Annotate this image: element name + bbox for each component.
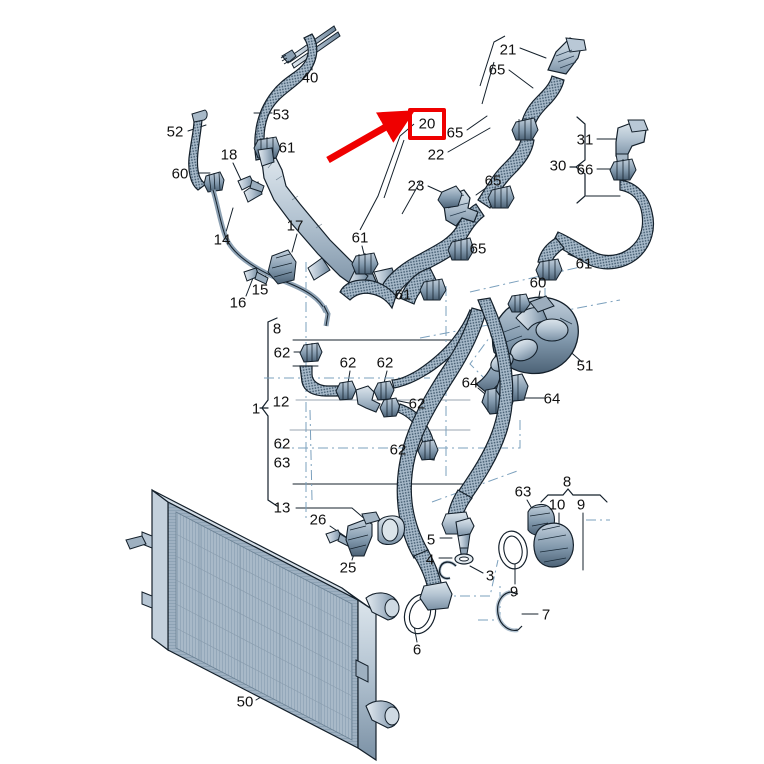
part-62-clamp-e — [417, 439, 439, 461]
part-65-clamp-d — [447, 237, 475, 261]
callout-65-19: 65 — [469, 240, 487, 258]
callout-53-1: 53 — [272, 106, 290, 124]
callout-51-25: 51 — [576, 357, 594, 375]
bracket-group-1 — [259, 317, 278, 507]
part-60-clamp-top-51 — [507, 293, 531, 313]
part-62-clamp-d — [379, 397, 401, 418]
callout-66-22: 66 — [576, 161, 594, 179]
callout-15-9: 15 — [251, 281, 269, 299]
callout-7-45: 7 — [541, 606, 551, 624]
part-4-oring — [454, 553, 474, 565]
callout-23-17: 23 — [407, 177, 425, 195]
part-62-clamp-c — [373, 380, 395, 401]
part-60-clamp-left — [203, 171, 225, 193]
callout-61-3: 61 — [278, 139, 296, 157]
callout-40-0: 40 — [301, 69, 319, 87]
callout-60-5: 60 — [171, 165, 189, 183]
callout-60-24: 60 — [529, 274, 547, 292]
callout-17-6: 17 — [286, 217, 304, 235]
part-61-clamp-d — [535, 258, 563, 281]
part-7-clip — [495, 590, 523, 633]
callout-26-39: 26 — [309, 511, 327, 529]
callout-62-30: 62 — [339, 354, 357, 372]
part-21-connector — [547, 37, 587, 75]
callout-13-38: 13 — [273, 499, 291, 517]
part-52-hose — [188, 109, 208, 191]
assembly-guides — [179, 257, 621, 640]
callout-8-28: 8 — [272, 320, 282, 338]
callout-64-27: 64 — [543, 390, 561, 408]
callout-62-36: 62 — [389, 441, 407, 459]
callout-12-33: 12 — [272, 393, 290, 411]
callout-50-41: 50 — [236, 693, 254, 711]
part-10-flange — [533, 522, 574, 568]
part-31-elbow — [615, 119, 649, 167]
callout-6-46: 6 — [412, 641, 422, 659]
hose-assembly-20 — [339, 37, 587, 310]
callout-62-34: 62 — [408, 395, 426, 413]
callout-63-47: 63 — [514, 483, 532, 501]
callout-31-20: 31 — [576, 131, 594, 149]
part-61-clamp-b — [351, 252, 379, 275]
callout-62-29: 62 — [273, 344, 291, 362]
callout-64-26: 64 — [461, 374, 479, 392]
part-50-radiator — [125, 488, 400, 762]
callout-62-31: 62 — [376, 354, 394, 372]
part-12-tee — [355, 385, 381, 413]
bracket-group-30 — [569, 116, 586, 204]
callout-61-11: 61 — [394, 286, 412, 304]
part-15-bracket — [267, 249, 297, 285]
part-65-clamp-b — [487, 185, 515, 209]
callout-22-16: 22 — [427, 146, 445, 164]
callout-4-43: 4 — [425, 551, 435, 569]
callout-63-37: 63 — [273, 454, 291, 472]
callout-9-48: 9 — [509, 583, 519, 601]
callout-65-18: 65 — [484, 172, 502, 190]
callout-16-10: 16 — [229, 294, 247, 312]
part-3-clip — [438, 560, 458, 580]
part-14-pipe — [210, 189, 331, 327]
part-62-clamp-a — [299, 342, 323, 363]
callout-62-35: 62 — [273, 435, 291, 453]
callout-52-2: 52 — [166, 123, 184, 141]
part-5-sensor — [455, 517, 475, 555]
callout-3-44: 3 — [485, 567, 495, 585]
bracket-group-8-right — [540, 488, 608, 503]
callout-65-13: 65 — [488, 61, 506, 79]
callout-10-50: 10 — [548, 496, 566, 514]
part-16-bolt — [243, 267, 269, 285]
hose-lower-right-connector — [413, 549, 453, 611]
callout-5-42: 5 — [426, 531, 436, 549]
callout-1-32: 1 — [251, 400, 261, 418]
hose-main-lower — [396, 297, 514, 559]
part-61-clamp-c — [419, 278, 447, 301]
callout-14-7: 14 — [213, 231, 231, 249]
part-62-clamp-b — [335, 380, 357, 401]
part-9-gasket — [498, 530, 528, 570]
part-25-bracket — [345, 511, 381, 557]
part-30-hose — [537, 179, 655, 270]
callout-18-4: 18 — [220, 146, 238, 164]
part-65-clamp-c — [511, 117, 539, 141]
highlight-box-part-20 — [408, 108, 446, 140]
callout-21-12: 21 — [499, 41, 517, 59]
part-13-ring — [377, 515, 406, 546]
callout-61-23: 61 — [575, 255, 593, 273]
callout-25-40: 25 — [339, 559, 357, 577]
bracket-top-right-21 — [479, 35, 506, 105]
callout-65-15: 65 — [446, 124, 464, 142]
callout-20-14: 20 — [418, 115, 436, 133]
callout-8-49: 8 — [562, 473, 572, 491]
callout-30-21: 30 — [549, 157, 567, 175]
part-66-clamp — [609, 158, 637, 181]
callout-9-51: 9 — [576, 496, 586, 514]
part-23-fitting — [437, 185, 463, 209]
part-18-bolt — [237, 175, 265, 193]
callout-61-8: 61 — [351, 229, 369, 247]
